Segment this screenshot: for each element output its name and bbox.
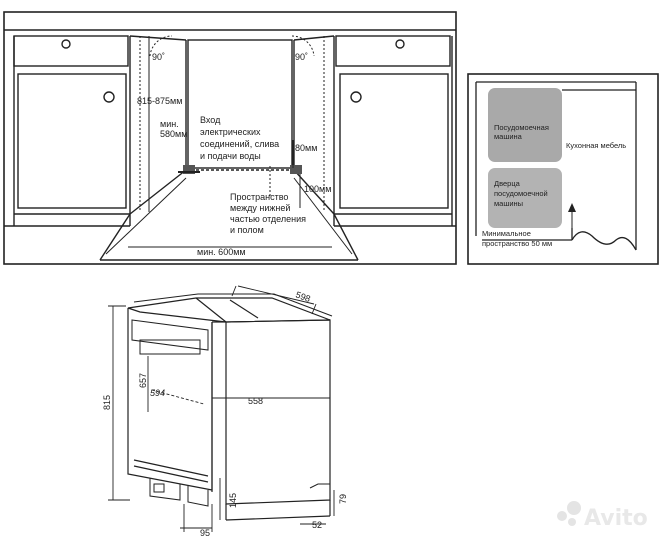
height-range-label: 815-875мм	[137, 96, 182, 106]
dim-145-label: 145	[228, 493, 238, 508]
angle-right-label: 90˚	[295, 52, 308, 62]
right-door-knob	[350, 91, 362, 103]
space-text-3: частью отделения	[230, 214, 306, 224]
panel1-dim-lines	[128, 36, 332, 248]
door-label-3: машины	[494, 199, 523, 208]
dim-657-label: 657	[138, 373, 148, 388]
dim-52-label: 52	[312, 520, 322, 530]
dim-815-label: 815	[102, 395, 112, 410]
dim-558-label: 558	[248, 396, 263, 406]
dim-100-label: 100мм	[304, 184, 331, 194]
inlet-text-3: соединений, слива	[200, 139, 279, 149]
furniture-label: Кухонная мебель	[566, 141, 626, 150]
inlet-text-2: электрических	[200, 127, 261, 137]
depth-min-line1: мин.	[160, 119, 179, 129]
dishwasher-label-2: машина	[494, 132, 523, 141]
left-door-knob	[103, 91, 115, 103]
dishwasher-label-1: Посудомоечная	[494, 123, 549, 132]
door-label-1: Дверца	[494, 179, 521, 188]
dim-594-label: 594	[150, 388, 165, 398]
dishwasher-box	[488, 88, 562, 162]
door-label-2: посудомоечной	[494, 189, 548, 198]
left-drawer	[13, 35, 129, 67]
min-space-line2: пространство 50 мм	[482, 239, 552, 248]
watermark-dot-icon	[568, 518, 576, 526]
right-drawer	[335, 35, 451, 67]
space-text-2: между нижней	[230, 203, 290, 213]
dim-95-label: 95	[200, 528, 210, 538]
panel-frame	[3, 11, 457, 265]
niche-back-wall	[187, 39, 293, 169]
avito-watermark: Avito	[557, 501, 648, 531]
dim-80-label: 80мм	[295, 143, 317, 153]
min-space-line1: Минимальное	[482, 229, 531, 238]
inlet-text-4: и подачи воды	[200, 151, 261, 161]
appliance-dim-lines	[108, 285, 335, 532]
dim-598-label: 598	[294, 289, 312, 304]
watermark-dot-icon	[557, 511, 567, 521]
plan-view-panel	[467, 73, 659, 265]
left-drawer-knob	[61, 39, 71, 49]
left-cabinet-door	[17, 73, 127, 209]
appliance-isometric	[127, 293, 333, 521]
installation-front-panel	[3, 11, 457, 265]
right-drawer-knob	[395, 39, 405, 49]
width-min-label: мин. 600мм	[197, 247, 246, 257]
watermark-text: Avito	[584, 506, 648, 531]
inlet-text-1: Вход	[200, 115, 221, 125]
depth-min-line2: 580мм	[160, 129, 187, 139]
watermark-dot-icon	[567, 501, 581, 515]
space-text-4: и полом	[230, 225, 264, 235]
plan-frame	[467, 73, 659, 265]
angle-left-label: 90˚	[152, 52, 165, 62]
door-box	[488, 168, 562, 228]
space-text-1: Пространство	[230, 192, 288, 202]
dim-79-label: 79	[338, 494, 348, 504]
gap-arrow-icon	[568, 203, 576, 212]
right-cabinet-door	[339, 73, 449, 209]
